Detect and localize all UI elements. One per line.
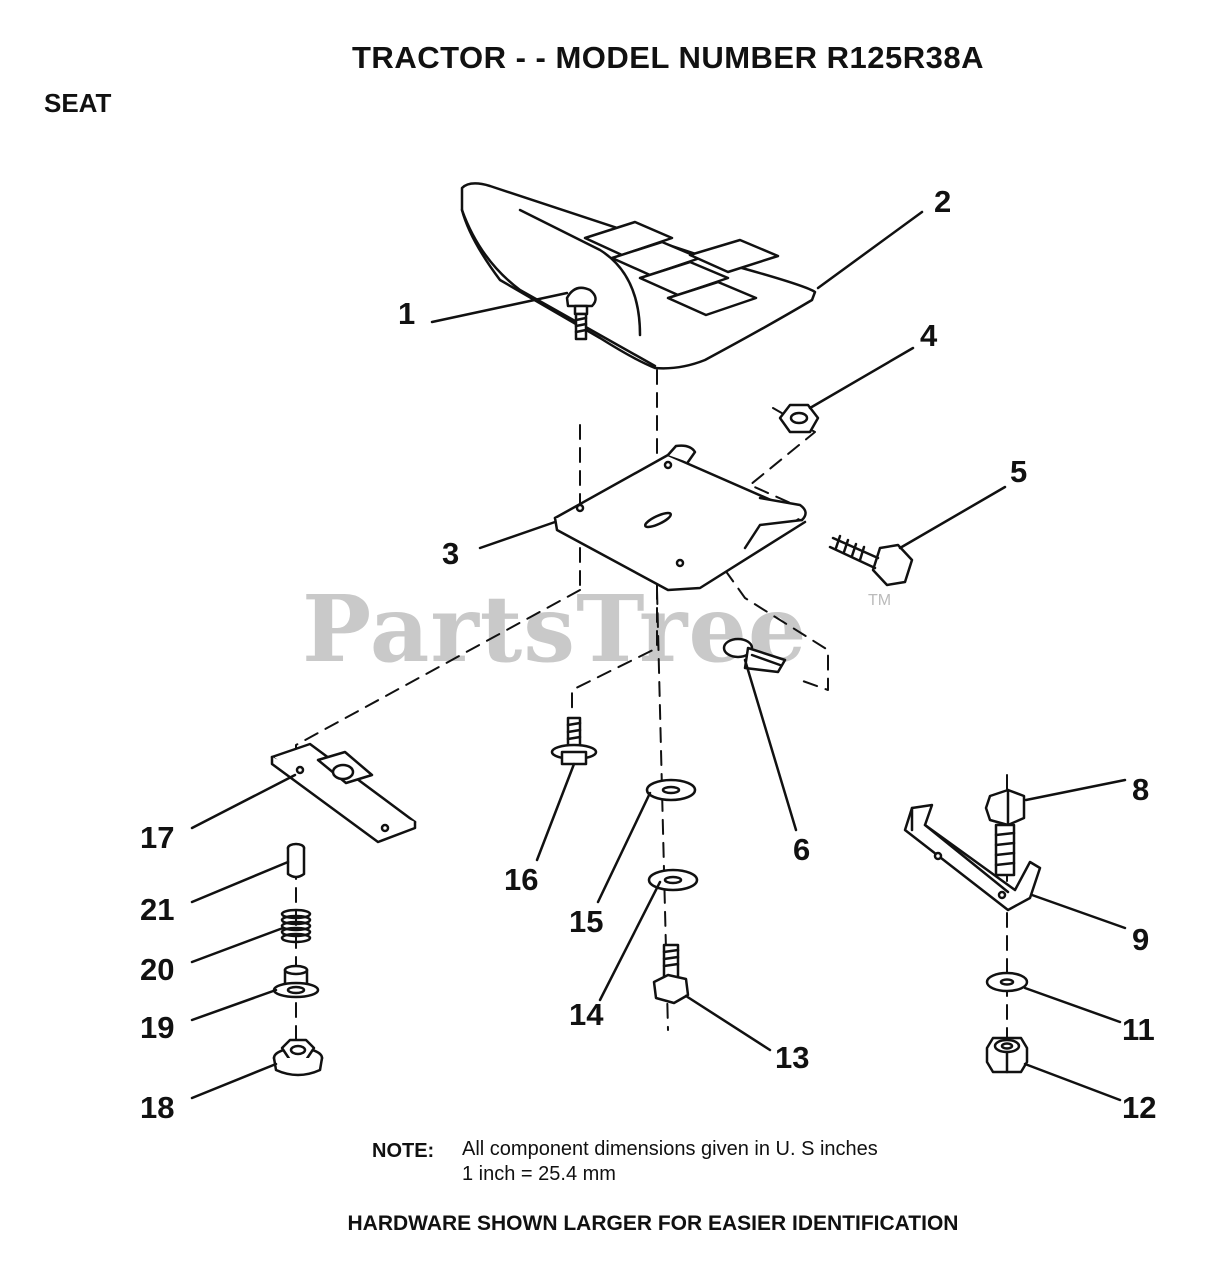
leader-lines — [190, 210, 1127, 1102]
callout-2: 2 — [934, 184, 951, 219]
section-label: SEAT — [44, 88, 112, 118]
retaining-clip — [722, 637, 787, 674]
flange-nut — [272, 1038, 324, 1077]
callout-5: 5 — [1010, 454, 1027, 489]
hex-bolt-8 — [984, 788, 1026, 877]
mounting-bracket — [903, 803, 1042, 912]
seat-latch-plate — [270, 742, 417, 844]
seat-cutouts — [583, 220, 780, 317]
note-dimensions-text: All component dimensions given in U. S i… — [462, 1138, 878, 1160]
note-label: NOTE: — [372, 1140, 435, 1162]
lock-nut — [985, 1036, 1029, 1074]
callout-8: 8 — [1132, 772, 1149, 807]
callout-14: 14 — [569, 997, 604, 1032]
hex-nut-4 — [778, 403, 820, 434]
partstree-watermark: PartsTree — [302, 575, 808, 683]
callout-18: 18 — [140, 1090, 174, 1125]
diagram-title: TRACTOR - - MODEL NUMBER R125R38A — [352, 40, 984, 75]
callout-21: 21 — [140, 892, 174, 927]
hardware-footer-note: HARDWARE SHOWN LARGER FOR EASIER IDENTIF… — [347, 1212, 959, 1235]
latch-pin — [286, 842, 306, 879]
callout-numbers: 1 2 3 4 5 6 8 9 11 12 13 14 15 16 17 18 … — [140, 184, 1156, 1125]
hex-bolt-13 — [652, 943, 690, 1005]
lock-washer — [985, 971, 1029, 993]
callout-19: 19 — [140, 1010, 174, 1045]
shoulder-bolt — [828, 534, 914, 587]
callout-1: 1 — [398, 296, 415, 331]
callout-17: 17 — [140, 820, 174, 855]
callout-9: 9 — [1132, 922, 1149, 957]
note-conversion-text: 1 inch = 25.4 mm — [462, 1163, 616, 1185]
compression-spring — [280, 908, 312, 944]
seat-mounting-plate — [553, 444, 807, 592]
callout-20: 20 — [140, 952, 174, 987]
callout-3: 3 — [442, 536, 459, 571]
carriage-bolt — [565, 286, 597, 341]
flange-screw-16 — [550, 716, 598, 766]
callout-16: 16 — [504, 862, 538, 897]
callout-12: 12 — [1122, 1090, 1156, 1125]
flat-washer-14 — [647, 868, 699, 892]
trademark-mark: TM — [868, 592, 892, 609]
flanged-bushing — [272, 964, 320, 999]
seat-part — [460, 182, 817, 370]
flat-washer-15 — [645, 778, 697, 802]
callout-4: 4 — [920, 318, 938, 353]
callout-13: 13 — [775, 1040, 809, 1075]
callout-6: 6 — [793, 832, 810, 867]
callout-15: 15 — [569, 904, 603, 939]
callout-11: 11 — [1122, 1012, 1155, 1047]
